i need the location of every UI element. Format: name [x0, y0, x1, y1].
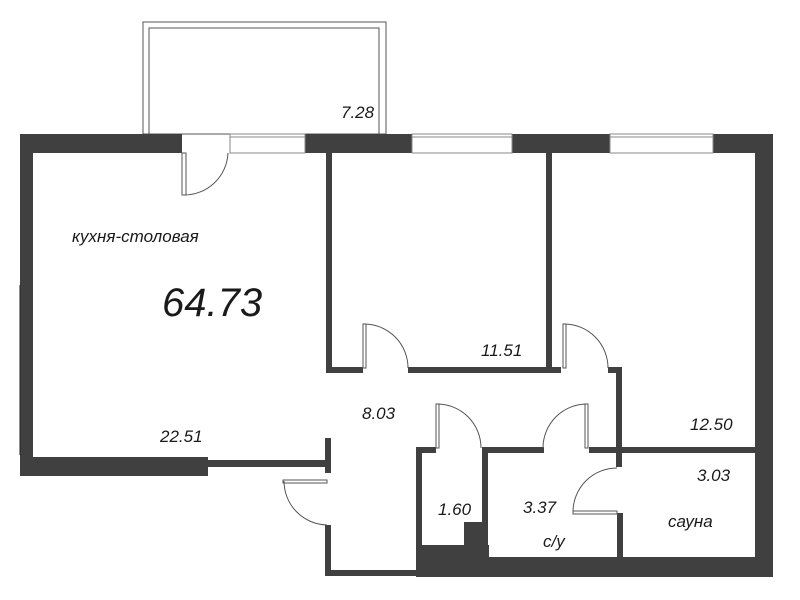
- kitchen-name: кухня-столовая: [72, 227, 199, 246]
- balcony-area: 7.28: [341, 103, 375, 122]
- walls: [20, 134, 773, 577]
- storage-area: 1.60: [438, 500, 472, 519]
- windows: [229, 133, 714, 154]
- bathroom-area: 3.37: [523, 498, 557, 517]
- sauna-name: сауна: [668, 512, 713, 531]
- bathroom-name: с/у: [543, 532, 565, 551]
- total-area: 64.73: [162, 281, 263, 325]
- hall-area: 8.03: [362, 404, 396, 423]
- bedroom1-area: 11.51: [481, 341, 523, 360]
- kitchen-area: 22.51: [160, 427, 203, 446]
- doors: [181, 152, 618, 526]
- bedroom2-area: 12.50: [690, 415, 733, 434]
- sauna-area: 3.03: [697, 466, 731, 485]
